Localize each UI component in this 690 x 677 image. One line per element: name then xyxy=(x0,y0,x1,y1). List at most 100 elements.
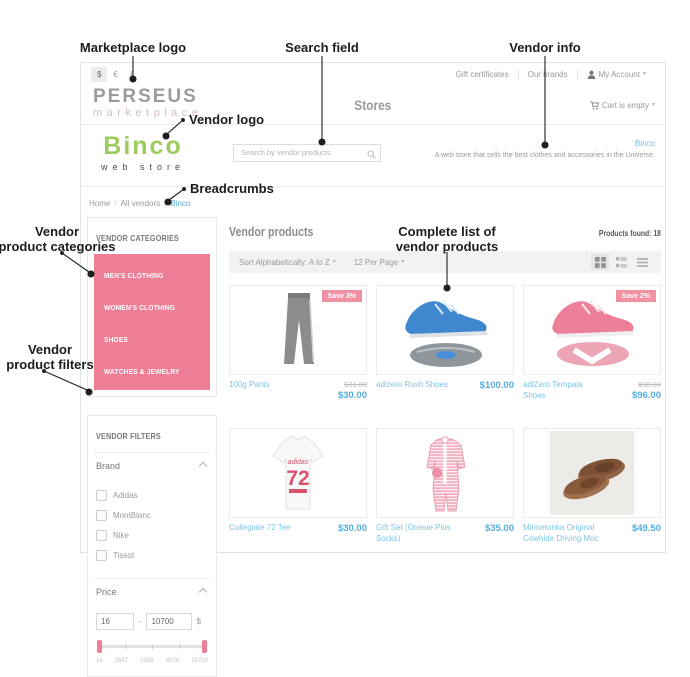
vendor-description: A web store that sells the best clothes … xyxy=(434,152,655,159)
marketplace-name: PERSEUS xyxy=(93,86,198,107)
vendor-logo[interactable]: Binco web store xyxy=(101,132,186,173)
brand-option-nike[interactable]: Nike xyxy=(96,530,208,541)
caret-down-icon: ▾ xyxy=(651,102,655,108)
header-row: PERSEUS marketplace Stores Cart is empty… xyxy=(81,85,665,125)
product-name-link[interactable]: Gift Set (Onesie Plus Socks) xyxy=(376,523,451,543)
breadcrumb-home[interactable]: Home xyxy=(89,199,111,208)
price-slider[interactable] xyxy=(97,640,207,653)
marketplace-subtitle: marketplace xyxy=(93,107,203,119)
product-card: Save 2% adiZero Tempaia Shoes $98.00 $96… xyxy=(523,285,661,402)
price-filter-toggle[interactable]: Price xyxy=(94,578,210,605)
category-mens-clothing[interactable]: MEN'S CLOTHING xyxy=(104,271,164,280)
chevron-up-icon xyxy=(198,587,208,597)
vendor-subtitle: web store xyxy=(101,162,186,172)
vendor-search xyxy=(233,142,381,162)
grid-view-icon[interactable] xyxy=(591,254,609,270)
annotation-marketplace-logo: Marketplace logo xyxy=(79,40,187,55)
product-name-link[interactable]: 100g Pants xyxy=(229,380,270,389)
grid-list-view-icon[interactable] xyxy=(612,254,630,270)
breadcrumb-all-vendors[interactable]: All vendors xyxy=(120,199,161,208)
vendor-info: Binco A web store that sells the best cl… xyxy=(435,139,655,159)
annotation-search-field: Search field xyxy=(285,40,359,55)
slider-handle-max[interactable] xyxy=(202,640,207,653)
price-max-input[interactable] xyxy=(146,613,193,630)
product-grid: Save 3% 100g Pants $31.00 $30.00 xyxy=(229,285,661,545)
price-filter-body: – $ 16 2687 5358 8029 10700 xyxy=(94,605,210,670)
vendor-header-row: Binco web store Binco A web store that s… xyxy=(81,125,665,187)
category-watches-jewelry[interactable]: WATCHES & JEWELRY xyxy=(104,367,180,376)
price-min-input[interactable] xyxy=(96,613,134,630)
svg-text:adidas: adidas xyxy=(288,459,309,466)
product-prices: $100.00 xyxy=(480,380,514,392)
main-content: Vendor products Products found: 18 Sort … xyxy=(229,217,661,545)
checkbox[interactable] xyxy=(96,510,107,521)
price: $49.50 xyxy=(631,523,661,535)
sort-bar: Sort Alphabetically: A to Z ▾ 12 Per Pag… xyxy=(229,251,661,273)
price: $96.00 xyxy=(631,389,661,401)
annotation-vendor-filters: Vendor product filters xyxy=(6,342,94,373)
brand-option-montblanc[interactable]: MontBlanc xyxy=(96,510,208,521)
divider xyxy=(517,69,519,79)
breadcrumb-current: Binco xyxy=(170,199,191,208)
marketplace-logo[interactable]: PERSEUS marketplace xyxy=(93,87,202,119)
vendor-link[interactable]: Binco xyxy=(634,139,655,148)
product-image-tee[interactable]: adidas 72 xyxy=(229,428,367,519)
annotation-product-list: Complete list of vendor products xyxy=(395,224,499,255)
product-image-moccasins[interactable] xyxy=(523,428,661,519)
product-prices: $31.00 $30.00 xyxy=(338,380,367,402)
category-womens-clothing[interactable]: WOMEN'S CLOTHING xyxy=(104,303,176,312)
currency-gbp[interactable]: £ xyxy=(129,69,135,79)
product-image-onesie[interactable] xyxy=(376,428,514,519)
checkbox[interactable] xyxy=(96,550,107,561)
list-view-icon[interactable] xyxy=(633,254,651,270)
sort-dropdown[interactable]: Sort Alphabetically: A to Z ▾ xyxy=(239,257,336,267)
product-card: Minnetonka Original Cowhide Driving Moc … xyxy=(523,428,661,545)
category-shoes[interactable]: SHOES xyxy=(104,335,128,344)
view-mode-switcher xyxy=(591,254,651,270)
caret-down-icon: ▾ xyxy=(642,71,646,77)
search-icon[interactable] xyxy=(367,146,376,164)
page-title: Stores xyxy=(354,97,392,113)
checkbox[interactable] xyxy=(96,490,107,501)
old-price: $98.00 xyxy=(638,380,661,389)
currency-eur[interactable]: € xyxy=(113,69,118,79)
product-image-blue-shoes[interactable] xyxy=(376,285,514,375)
currency-usd[interactable]: $ xyxy=(91,66,108,82)
vendor-categories-title: VENDOR CATEGORIES xyxy=(96,233,180,243)
slider-handle-min[interactable] xyxy=(97,640,102,653)
brand-filter-toggle[interactable]: Brand xyxy=(94,452,210,479)
product-prices: $49.50 xyxy=(632,523,661,545)
product-name-link[interactable]: Minnetonka Original Cowhide Driving Moc xyxy=(523,523,599,543)
brand-option-adidas[interactable]: Adidas xyxy=(96,490,208,501)
sidebar: VENDOR CATEGORIES MEN'S CLOTHING WOMEN'S… xyxy=(87,217,217,677)
caret-down-icon: ▾ xyxy=(332,259,336,265)
product-image-pants[interactable]: Save 3% xyxy=(229,285,367,375)
brand-option-tissot[interactable]: Tissot xyxy=(96,550,208,561)
slider-tick-labels: 16 2687 5358 8029 10700 xyxy=(96,658,208,664)
product-image-pink-shoes[interactable]: Save 2% xyxy=(523,285,661,375)
price: $30.00 xyxy=(337,523,367,535)
price: $35.00 xyxy=(484,523,514,535)
search-input[interactable] xyxy=(233,143,381,162)
cart-menu[interactable]: Cart is empty ▾ xyxy=(589,100,655,110)
product-name-link[interactable]: adizero Rush Shoes xyxy=(376,380,449,389)
product-name-link[interactable]: Collegiate 72 Tee xyxy=(229,523,291,533)
old-price: $31.00 xyxy=(344,380,367,389)
checkbox[interactable] xyxy=(96,530,107,541)
product-name-link[interactable]: adiZero Tempaia Shoes xyxy=(523,380,583,400)
breadcrumb-separator: / xyxy=(114,199,117,208)
my-account-menu[interactable]: My Account ▾ xyxy=(578,70,655,79)
breadcrumb: Home / All vendors / Binco xyxy=(89,199,190,208)
our-brands-link[interactable]: Our brands xyxy=(527,69,568,79)
discount-badge: Save 2% xyxy=(615,290,656,302)
vendor-name: Binco xyxy=(103,132,183,160)
per-page-dropdown[interactable]: 12 Per Page ▾ xyxy=(353,257,405,267)
person-icon xyxy=(587,70,596,79)
annotation-vendor-info: Vendor info xyxy=(509,40,581,55)
products-found-count: Products found: 18 xyxy=(599,229,661,238)
brand-options: Adidas MontBlanc Nike Tissot xyxy=(94,479,210,578)
caret-down-icon: ▾ xyxy=(401,259,405,265)
product-card: adidas 72 Collegiate 72 Tee $30.00 xyxy=(229,428,367,545)
gift-certificates-link[interactable]: Gift certificates xyxy=(455,69,509,79)
product-card: Gift Set (Onesie Plus Socks) $35.00 xyxy=(376,428,514,545)
